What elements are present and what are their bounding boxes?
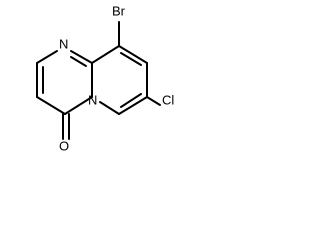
nitrogen-fused-label: N (88, 92, 97, 107)
bond-c6-c5 (118, 96, 148, 115)
chlorine-label: Cl (162, 92, 174, 107)
bond-c6-cl (146, 96, 161, 106)
bond-c6-c5-inner (120, 93, 142, 108)
atom-labels: Br N N Cl O (59, 3, 174, 153)
bond-lines (36, 21, 161, 140)
bond-c8a-n1 (70, 50, 93, 64)
nitrogen-top-label: N (59, 36, 68, 51)
bond-c3-c4 (36, 96, 66, 115)
bond-c8a-c8 (91, 45, 120, 64)
bond-c8-c7-inner (120, 52, 142, 66)
chemical-structure-diagram: Br N N Cl O (36, 3, 174, 153)
bromine-label: Br (112, 3, 126, 18)
bond-c5-n-fused (99, 101, 120, 115)
oxygen-label: O (59, 138, 69, 153)
bond-c8a-n1-inner (70, 56, 87, 67)
bond-c8-c7 (118, 45, 148, 64)
bond-c4-n-fused (64, 96, 93, 115)
bond-n1-c2 (36, 50, 58, 64)
